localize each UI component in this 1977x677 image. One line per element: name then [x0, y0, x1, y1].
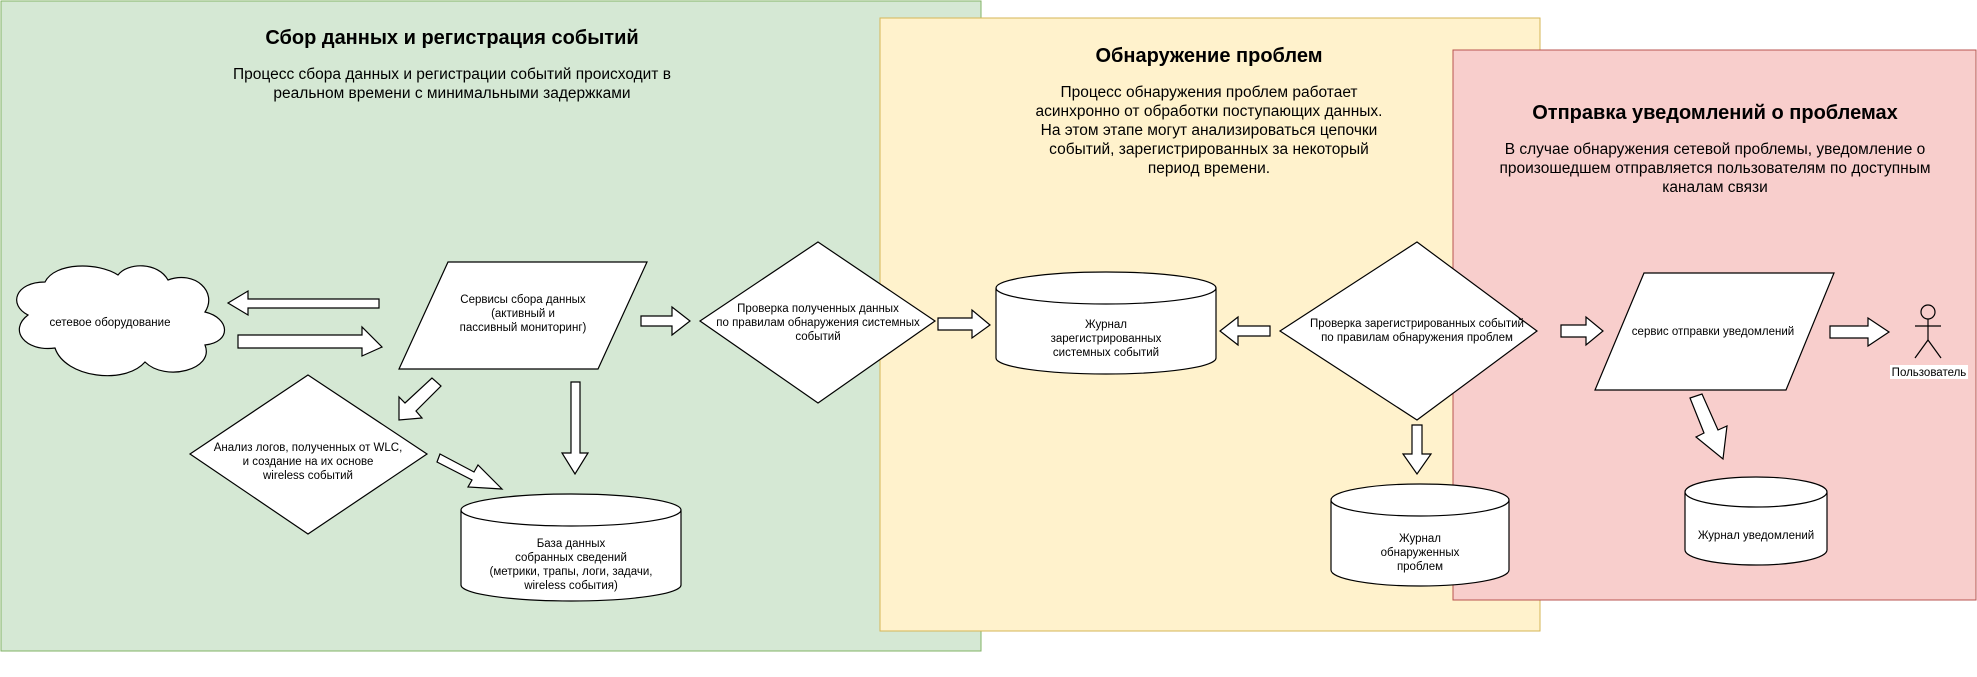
arrow-check-events-to-event-log — [1219, 315, 1271, 347]
problem-log-label-line: обнаруженных — [1381, 547, 1460, 559]
zone-notify-description-line: произошедшем отправляется пользователям … — [1499, 160, 1930, 177]
collection-services-node — [398, 261, 648, 370]
user-label: Пользователь — [1892, 367, 1967, 379]
collection-services-label-line: (активный и — [491, 308, 555, 320]
zone-collection-description-line: реальном времени с минимальными задержка… — [273, 85, 630, 102]
wlc-analysis-label: Анализ логов, полученных от WLC, и создан… — [214, 442, 403, 482]
arrow-wlc-to-database — [436, 453, 504, 490]
arrow-services-to-equipment — [226, 289, 380, 317]
zone-notify-description-line: каналам связи — [1662, 179, 1768, 196]
user-label-line: Пользователь — [1892, 367, 1967, 379]
zone-detection-description-line: период времени. — [1148, 160, 1270, 177]
database-label-line: База данных — [537, 538, 606, 550]
notify-log-label-line: Журнал уведомлений — [1698, 530, 1814, 542]
arrow-services-to-check — [640, 305, 691, 337]
check-data-label-line: Проверка полученных данных — [737, 303, 899, 315]
arrow-equipment-to-services — [237, 325, 384, 357]
zone-detection-description-line: Процесс обнаружения проблем работает — [1060, 84, 1357, 101]
zone-detection-title: Обнаружение проблем — [1096, 45, 1323, 67]
event-log-label-line: зарегистрированных — [1051, 333, 1162, 345]
collection-services-label-line: пассивный мониторинг) — [460, 322, 587, 334]
check-events-node — [1278, 241, 1539, 421]
event-log-label: Журнал зарегистрированных системных событи… — [1051, 319, 1162, 359]
wlc-analysis-node — [188, 374, 429, 535]
event-log-label-line: системных событий — [1053, 347, 1159, 359]
arrow-services-to-database — [560, 381, 590, 476]
arrow-notify-to-notify-log — [1689, 393, 1728, 461]
wlc-analysis-label-line: Анализ логов, полученных от WLC, — [214, 442, 403, 454]
zone-detection-description-line: На этом этапе могут анализироваться цепо… — [1041, 122, 1378, 139]
check-events-label-line: по правилам обнаружения проблем — [1321, 332, 1513, 344]
database-label: База данных собранных сведений (метрики, т… — [490, 538, 653, 592]
collection-services-label: Сервисы сбора данных (активный и пассивный… — [460, 294, 587, 334]
wlc-analysis-label-line: wireless событий — [262, 470, 353, 482]
zone-detection-description-line: событий, зарегистрированных за некоторый — [1049, 141, 1369, 158]
zone-notify-description: В случае обнаружения сетевой проблемы, у… — [1499, 141, 1930, 196]
cloud-icon — [16, 265, 225, 377]
problem-log-cylinder — [1330, 483, 1510, 587]
network-equipment-label: сетевое оборудование — [50, 317, 171, 329]
zone-collection-description: Процесс сбора данных и регистрации событ… — [233, 66, 671, 102]
arrow-check-events-to-problem-log — [1401, 424, 1433, 476]
zone-detection-description-line: асинхронно от обработки поступающих данн… — [1036, 103, 1383, 120]
flow-arrows — [226, 289, 1891, 490]
problem-log-label-line: проблем — [1397, 561, 1443, 573]
check-events-label: Проверка зарегистрированных событий по пр… — [1310, 318, 1524, 344]
check-events-label-line: Проверка зарегистрированных событий — [1310, 318, 1524, 330]
arrow-notify-to-user — [1829, 316, 1891, 348]
wlc-analysis-label-line: и создание на их основе — [243, 456, 374, 468]
notify-service-label-line: сервис отправки уведомлений — [1632, 326, 1794, 338]
notify-service-node — [1594, 272, 1835, 391]
check-data-label-line: по правилам обнаружения системных — [716, 317, 920, 329]
database-label-line: wireless события) — [523, 580, 618, 592]
database-label-line: собранных сведений — [515, 552, 627, 564]
notify-log-cylinder — [1684, 476, 1828, 566]
zone-collection-description-line: Процесс сбора данных и регистрации событ… — [233, 66, 671, 83]
zone-notify-description-line: В случае обнаружения сетевой проблемы, у… — [1505, 141, 1926, 158]
zone-notify-title: Отправка уведомлений о проблемах — [1532, 102, 1898, 124]
event-log-label-line: Журнал — [1085, 319, 1127, 331]
arrow-check-events-to-notify — [1560, 315, 1604, 347]
problem-log-label-line: Журнал — [1399, 533, 1441, 545]
collection-services-label-line: Сервисы сбора данных — [460, 294, 586, 306]
notify-log-label: Журнал уведомлений — [1698, 530, 1814, 542]
check-data-label-line: событий — [795, 331, 840, 343]
network-equipment-label-line: сетевое оборудование — [50, 317, 171, 329]
user-label-background — [1890, 365, 1968, 379]
arrow-services-to-wlc — [398, 377, 442, 421]
check-data-label: Проверка полученных данных по правилам об… — [716, 303, 920, 343]
zone-collection-title: Сбор данных и регистрация событий — [265, 27, 638, 49]
notify-service-label: сервис отправки уведомлений — [1632, 326, 1794, 338]
event-log-cylinder — [995, 271, 1217, 375]
check-data-node — [698, 241, 937, 404]
zone-detection-description: Процесс обнаружения проблем работает асин… — [1036, 84, 1383, 177]
problem-log-label: Журнал обнаруженных проблем — [1381, 533, 1460, 573]
user-actor-icon — [1914, 304, 1942, 359]
arrow-check-to-event-log — [937, 308, 991, 340]
database-cylinder — [460, 493, 682, 602]
database-label-line: (метрики, трапы, логи, задачи, — [490, 566, 653, 578]
